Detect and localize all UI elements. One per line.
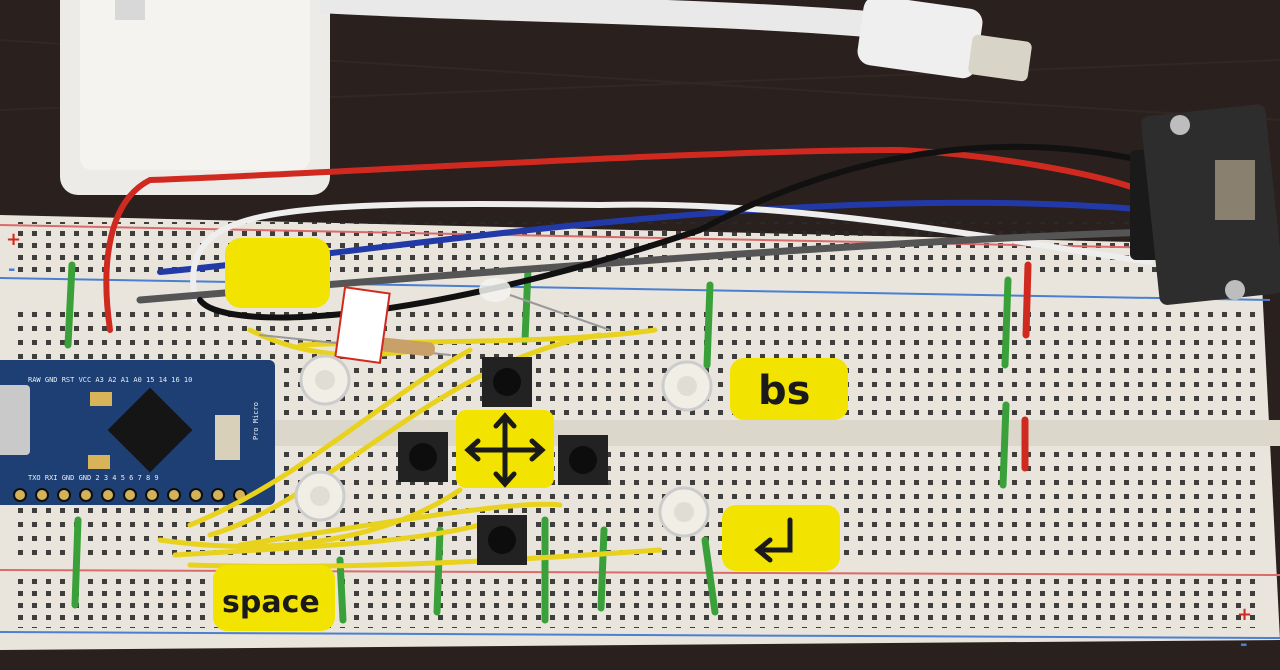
audio-jack-module [1130,104,1280,305]
green-jumpers [64,261,1012,624]
bs-label-text: bs [758,368,810,414]
bs-label: bs [730,358,848,420]
lightning-cable [319,0,1032,82]
space-label: space [213,565,335,631]
led [479,278,611,331]
enter-label: ↵ [722,505,840,571]
mcu-top-pin-labels: RAW GND RST VCC A3 A2 A1 A0 15 14 16 10 [28,376,192,384]
mcu-name: Pro Micro [252,402,260,440]
button-top-left [299,354,351,406]
left-button [398,432,448,482]
rail-minus-bottom: - [1240,634,1247,655]
button-space [294,470,346,522]
button-enter [658,486,710,538]
enter-arrow-icon [754,517,793,563]
resistors [259,286,451,364]
arrow-buttons [398,357,608,565]
down-button [477,515,527,565]
usb-adapter [60,0,330,195]
white-buttons [294,354,713,538]
label-top-left [225,238,330,308]
right-button [558,435,608,485]
arrows-label: ✥ [456,410,554,488]
rail-minus-top: - [8,259,15,280]
space-label-text: space [222,585,320,620]
red-jumpers [1021,261,1032,472]
button-bs [661,360,713,412]
rail-plus-top: + [6,229,21,250]
mcu-bottom-pin-labels: TXO RXI GND GND 2 3 4 5 6 7 8 9 [28,474,159,482]
up-button [482,357,532,407]
four-way-arrow-icon [464,412,546,488]
pro-micro-board: RAW GND RST VCC A3 A2 A1 A0 15 14 16 10 … [0,360,275,505]
rail-plus-bottom: + [1237,604,1252,625]
